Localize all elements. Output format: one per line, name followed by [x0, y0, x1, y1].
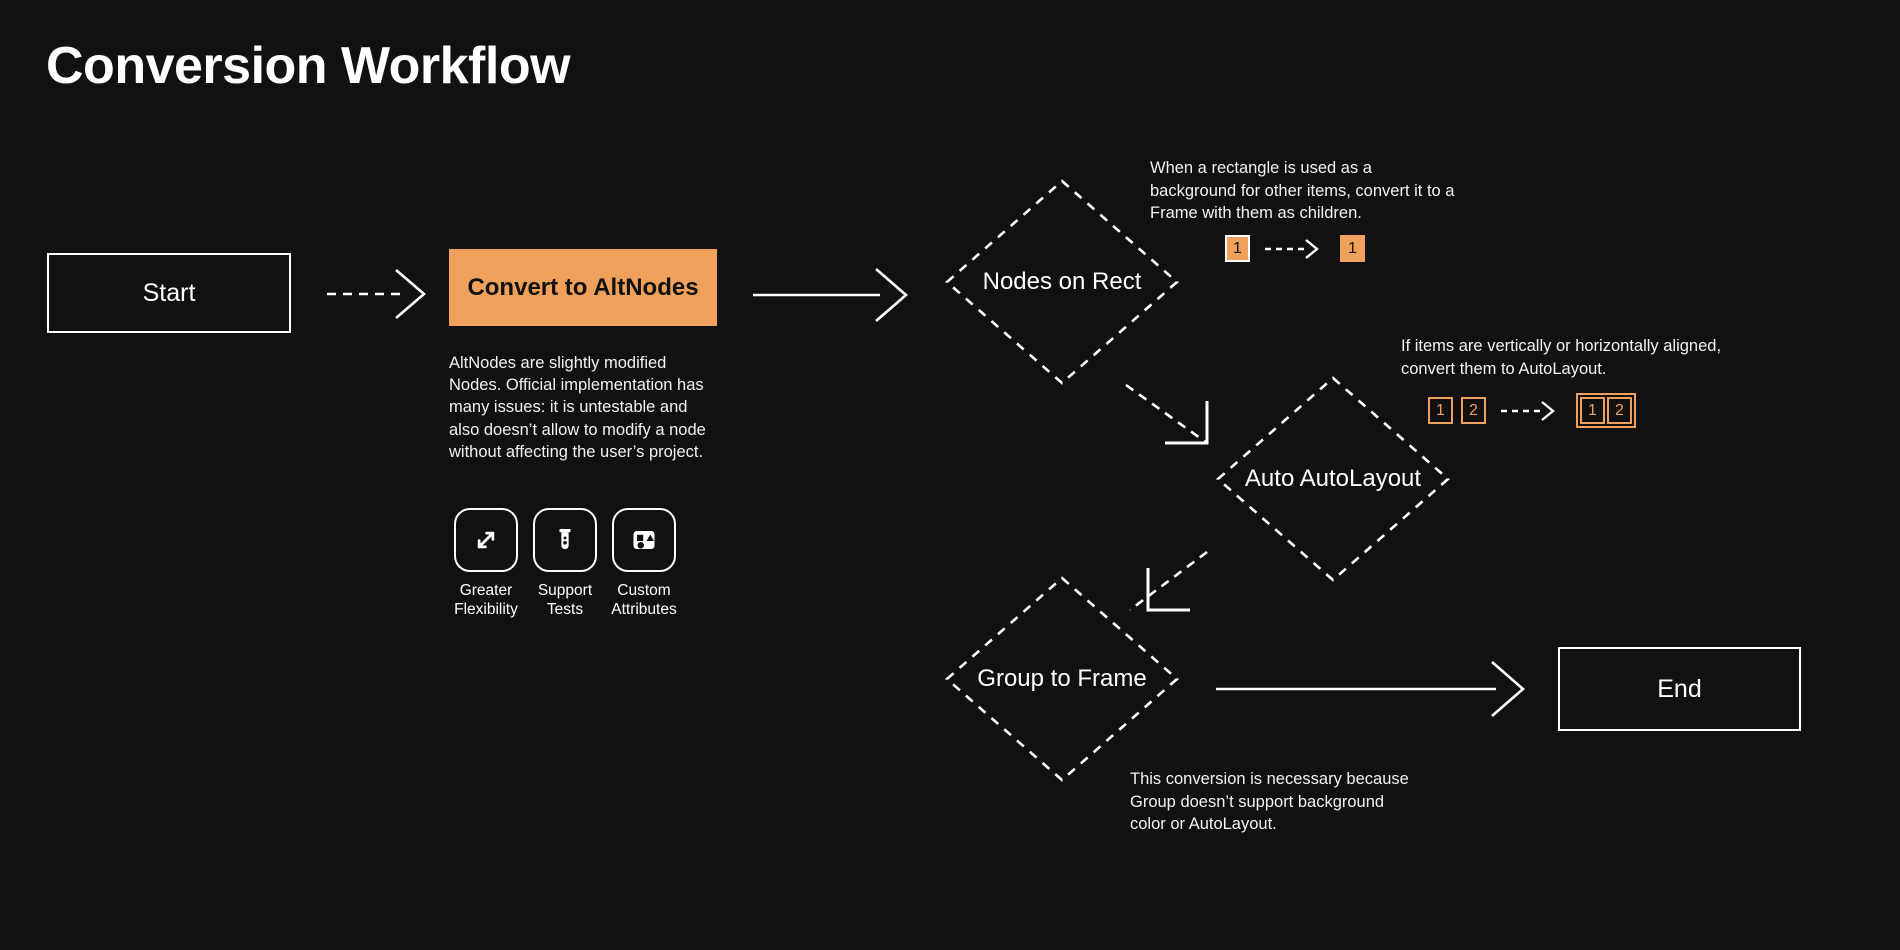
- example-badge: 1: [1340, 235, 1365, 262]
- node-convert-to-altnodes[interactable]: Convert to AltNodes: [449, 249, 717, 326]
- diamond-outline: [945, 576, 1179, 782]
- diamond-outline: [1216, 376, 1450, 582]
- node-start[interactable]: Start: [47, 253, 291, 333]
- example-before-group: 1: [1225, 235, 1250, 262]
- connector-nodes-on-rect-to-auto-autolayout: [1125, 383, 1209, 445]
- annotation-autolayout: If items are vertically or horizontally …: [1401, 337, 1722, 378]
- node-nodes-on-rect[interactable]: Nodes on Rect: [944, 178, 1180, 386]
- feature-icon-box: [454, 508, 518, 572]
- node-start-label: Start: [142, 278, 196, 307]
- node-group-to-frame-label: Group to Frame: [977, 665, 1147, 692]
- connector-convert-to-nodes-on-rect: [753, 268, 908, 322]
- example-before-group: 1 2: [1428, 397, 1486, 424]
- diamond-outline: [945, 179, 1179, 385]
- example-arrow-icon: [1501, 400, 1555, 421]
- feature-label: Support Tests: [537, 582, 593, 618]
- node-nodes-on-rect-label: Nodes on Rect: [982, 268, 1142, 295]
- example-badge: 2: [1607, 397, 1632, 424]
- expand-arrows-icon: [471, 525, 501, 555]
- shapes-icon: [629, 525, 659, 555]
- annotation-group-to-frame: This conversion is necessary because Gro…: [1130, 770, 1409, 833]
- feature-label: Greater Flexibility: [454, 582, 518, 618]
- annotation-rect-to-frame: When a rectangle is used as a background…: [1150, 159, 1455, 222]
- feature-support-tests[interactable]: Support Tests: [532, 508, 598, 619]
- example-autolayout: 1 2 1 2: [1428, 393, 1636, 428]
- example-badge: 1: [1225, 235, 1250, 262]
- node-convert-label: Convert to AltNodes: [467, 273, 699, 301]
- feature-label: Custom Attributes: [611, 582, 677, 618]
- test-tube-icon: [550, 525, 580, 555]
- page-title: Conversion Workflow: [46, 37, 571, 95]
- example-after-group: 1 2: [1576, 393, 1636, 428]
- node-auto-autolayout[interactable]: Auto AutoLayout: [1215, 375, 1451, 583]
- node-group-to-frame[interactable]: Group to Frame: [944, 575, 1180, 783]
- node-end[interactable]: End: [1558, 647, 1801, 731]
- connector-group-to-frame-to-end: [1216, 661, 1525, 717]
- feature-list: Greater Flexibility Support Tests: [453, 508, 677, 619]
- example-badge: 1: [1580, 397, 1605, 424]
- feature-icon-box: [612, 508, 676, 572]
- example-arrow-icon: [1265, 238, 1319, 259]
- feature-custom-attributes[interactable]: Custom Attributes: [611, 508, 677, 619]
- example-rect-to-frame: 1 1: [1225, 235, 1365, 262]
- feature-icon-box: [533, 508, 597, 572]
- connector-start-to-convert: [327, 269, 426, 319]
- convert-description: AltNodes are slightly modified Nodes. Of…: [449, 354, 706, 461]
- feature-greater-flexibility[interactable]: Greater Flexibility: [453, 508, 519, 619]
- example-badge: 2: [1461, 397, 1486, 424]
- example-after-group: 1: [1340, 235, 1365, 262]
- node-end-label: End: [1657, 674, 1702, 703]
- node-auto-autolayout-label: Auto AutoLayout: [1244, 465, 1422, 492]
- example-badge: 1: [1428, 397, 1453, 424]
